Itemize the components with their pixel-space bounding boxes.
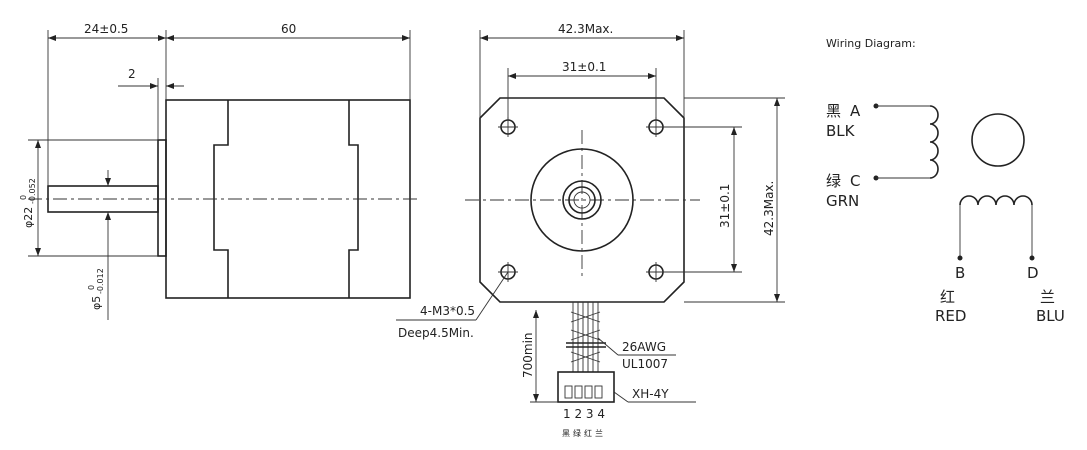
coil-bd (959, 195, 1033, 206)
lead-wire-bundle (566, 302, 606, 372)
body-inner-profile (213, 100, 359, 298)
flange-boss (157, 139, 167, 257)
bearing-circle (562, 180, 602, 220)
wire-d-cn: 兰 (1040, 288, 1055, 306)
dim-shaft-diameter: φ5 (90, 296, 103, 310)
thread-note-line2: Deep4.5Min. (398, 326, 474, 340)
dim-shaft-tol-upper: 0 (87, 285, 96, 290)
dim-hole-spacing-h: 31±0.1 (562, 60, 606, 74)
wire-b-letter: B (955, 264, 965, 282)
front-view: 42.3Max. 31±0.1 31±0.1 42.3Max. 4-M3*0.5… (396, 22, 785, 438)
side-view: 24±0.5 60 2 φ22 0 -0.052 φ5 0 -0.012 (19, 22, 420, 320)
dim-flange-length: 24±0.5 (84, 22, 128, 36)
lead-length-label: 700min (521, 332, 535, 378)
wire-b-cn: 红 (940, 288, 955, 306)
shaft-circle-inner (573, 191, 591, 209)
dim-hole-spacing-v: 31±0.1 (718, 184, 732, 228)
wire-d-en: BLU (1036, 307, 1065, 325)
wiring-diagram: Wiring Diagram: 黑 A BLK 绿 C GRN B 红 RED … (826, 37, 1065, 325)
dim-boss-tol-upper: 0 (19, 195, 28, 200)
connector-pin-numbers: 1 2 3 4 (563, 407, 605, 421)
wire-c-cn: 绿 (826, 172, 841, 190)
connector-label: XH-4Y (632, 387, 669, 401)
shaft-circle-outer (568, 186, 596, 214)
coil-ac (929, 105, 939, 179)
rotor-symbol (971, 113, 1025, 167)
dim-shaft-tol-lower: -0.012 (96, 268, 105, 294)
dim-flange-thickness: 2 (128, 67, 136, 81)
wiring-title: Wiring Diagram: (826, 37, 916, 50)
wire-c-letter: C (850, 172, 860, 190)
connector-pin-colors: 黑绿红兰 (562, 428, 606, 438)
wire-a-en: BLK (826, 122, 856, 140)
connector-housing (557, 371, 615, 403)
dim-body-length: 60 (281, 22, 296, 36)
wire-c-en: GRN (826, 192, 859, 210)
wire-gauge-label: 26AWG (622, 340, 666, 354)
wire-b-en: RED (935, 307, 966, 325)
wire-type-label: UL1007 (622, 357, 668, 371)
front-face-outline (479, 97, 685, 303)
dim-width-max: 42.3Max. (558, 22, 613, 36)
dim-height-max: 42.3Max. (762, 181, 776, 236)
pilot-circle (530, 148, 634, 252)
dim-boss-tol-lower: -0.052 (28, 178, 37, 204)
thread-note-line1: 4-M3*0.5 (420, 304, 475, 318)
dim-boss-diameter: φ22 (22, 207, 35, 228)
connector-pins (564, 385, 603, 399)
wire-a-cn: 黑 (826, 102, 841, 120)
wire-a-letter: A (850, 102, 861, 120)
wire-d-letter: D (1027, 264, 1039, 282)
